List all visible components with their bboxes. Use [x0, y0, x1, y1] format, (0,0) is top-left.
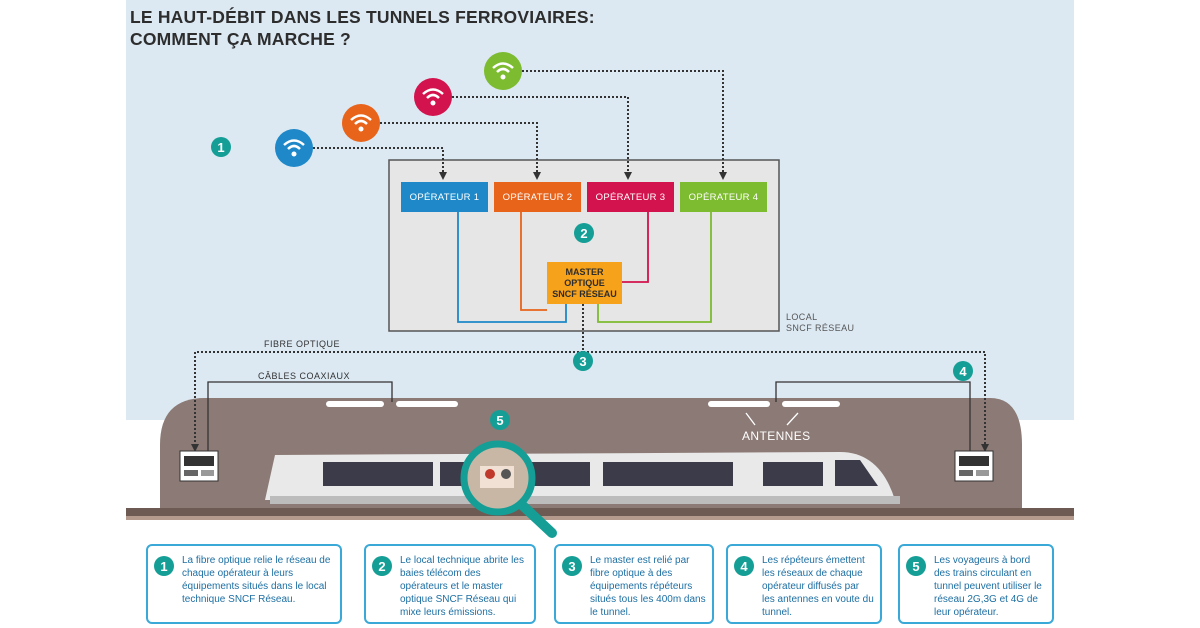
master-line-1: MASTER: [565, 266, 604, 277]
rail-bed: [126, 508, 1074, 516]
arrow-head: [533, 172, 541, 180]
card-number: 3: [562, 556, 582, 576]
arrow-head: [624, 172, 632, 180]
explanation-card-3: 3 Le master est relié par fibre optique …: [554, 544, 714, 624]
wifi-icon: [275, 129, 313, 167]
card-text: La fibre optique relie le réseau de chaq…: [182, 555, 331, 605]
step-3-badge: 3: [573, 351, 593, 371]
local-line-1: LOCAL: [786, 312, 818, 322]
operator-1-box: OPÉRATEUR 1: [401, 182, 488, 212]
fiber-link-op4: [522, 70, 724, 176]
antenna-pointer: [745, 412, 756, 426]
explanation-card-4: 4 Les répéteurs émettent les réseaux de …: [726, 544, 882, 624]
card-text: Le master est relié par fibre optique à …: [590, 555, 706, 618]
coax-cable-right: [775, 381, 971, 452]
flow-op4: [597, 212, 712, 323]
explanation-card-1: 1 La fibre optique relie le réseau de ch…: [146, 544, 342, 624]
card-number: 1: [154, 556, 174, 576]
coax-cable-left: [207, 381, 393, 452]
flow-op3: [622, 212, 649, 283]
step-4-badge: 4: [953, 361, 973, 381]
explanation-card-2: 2 Le local technique abrite les baies té…: [364, 544, 536, 624]
antenna-bar: [782, 401, 840, 407]
card-text: Les répéteurs émettent les réseaux de ch…: [762, 555, 874, 618]
antenna-bar: [326, 401, 384, 407]
arrow-head: [439, 172, 447, 180]
master-line-2: OPTIQUE: [564, 277, 605, 288]
master-line-3: SNCF RÉSEAU: [552, 288, 617, 299]
step-2-badge: 2: [574, 223, 594, 243]
train-icon: [265, 452, 900, 504]
fiber-link-op1: [313, 147, 444, 176]
title-line-2: COMMENT ÇA MARCHE ?: [130, 29, 351, 49]
wifi-icon: [414, 78, 452, 116]
fiber-link-op2: [380, 122, 538, 176]
local-line-2: SNCF RÉSEAU: [786, 323, 855, 333]
fiber-link-op3: [452, 96, 629, 176]
antenna-pointer: [786, 412, 799, 426]
flow-op1: [457, 212, 567, 323]
magnifier-icon: [460, 440, 557, 538]
step-1-badge: 1: [211, 137, 231, 157]
antenna-bar: [396, 401, 458, 407]
flow-op2: [520, 212, 547, 311]
operator-3-box: OPÉRATEUR 3: [587, 182, 674, 212]
master-optique-box: MASTER OPTIQUE SNCF RÉSEAU: [547, 262, 622, 304]
fibre-label: FIBRE OPTIQUE: [264, 339, 341, 349]
page-title: LE HAUT-DÉBIT DANS LES TUNNELS FERROVIAI…: [130, 6, 595, 50]
arrow-head: [981, 444, 989, 452]
antenna-bar: [708, 401, 770, 407]
operator-2-box: OPÉRATEUR 2: [494, 182, 581, 212]
wifi-icon: [342, 104, 380, 142]
repeater-icon: [954, 450, 994, 482]
operator-4-box: OPÉRATEUR 4: [680, 182, 767, 212]
rail: [126, 516, 1074, 520]
fibre-left: [194, 351, 583, 448]
fibre-right: [583, 351, 986, 448]
step-5-badge: 5: [490, 410, 510, 430]
repeater-icon: [179, 450, 219, 482]
arrow-head: [719, 172, 727, 180]
wifi-icon: [484, 52, 522, 90]
coax-label: CÂBLES COAXIAUX: [258, 371, 351, 381]
arrow-head: [191, 444, 199, 452]
title-line-1: LE HAUT-DÉBIT DANS LES TUNNELS FERROVIAI…: [130, 7, 595, 27]
explanation-card-5: 5 Les voyageurs à bord des trains circul…: [898, 544, 1054, 624]
card-number: 2: [372, 556, 392, 576]
card-text: Les voyageurs à bord des trains circulan…: [934, 555, 1042, 618]
antennes-label: ANTENNES: [742, 429, 811, 443]
card-number: 4: [734, 556, 754, 576]
card-number: 5: [906, 556, 926, 576]
local-label: LOCAL SNCF RÉSEAU: [786, 312, 854, 334]
card-text: Le local technique abrite les baies télé…: [400, 555, 524, 618]
